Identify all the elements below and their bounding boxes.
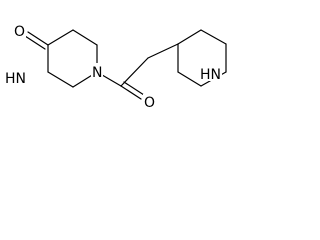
- bond-pip-c6-n: [177, 71, 202, 87]
- chemical-structure-diagram: O HN N O HN: [5, 23, 227, 111]
- label-bg-hn2: [200, 66, 222, 81]
- atom-label-acyl-oxygen: O: [144, 95, 155, 111]
- bond-c2-o-double-1: [27, 31, 49, 46]
- atom-label-piperidine-nh: HN: [200, 67, 221, 83]
- atom-label-piperazine-n: N: [92, 65, 102, 81]
- label-bg-n4: [91, 63, 103, 78]
- bond-acyl-o-double-2: [123, 81, 145, 96]
- bond-c6-n1: [47, 71, 74, 88]
- bond-acyl-o-double-1: [120, 85, 142, 100]
- label-bg-hn1: [6, 70, 28, 85]
- bond-c3-n4: [72, 29, 98, 46]
- bond-pip-c2-c3: [177, 29, 202, 45]
- label-bg-o1: [13, 23, 26, 38]
- bond-c2-c3: [47, 29, 74, 46]
- bond-acyl-ch2: [120, 57, 149, 87]
- label-bg-o2: [143, 94, 156, 109]
- atom-label-carbonyl-oxygen: O: [14, 24, 25, 40]
- bond-c2-o-double-2: [24, 35, 46, 50]
- bond-pip-c3-c4: [200, 29, 227, 45]
- bond-ch2-c2prime: [147, 43, 179, 59]
- atom-label-amide-nh: HN: [5, 71, 26, 87]
